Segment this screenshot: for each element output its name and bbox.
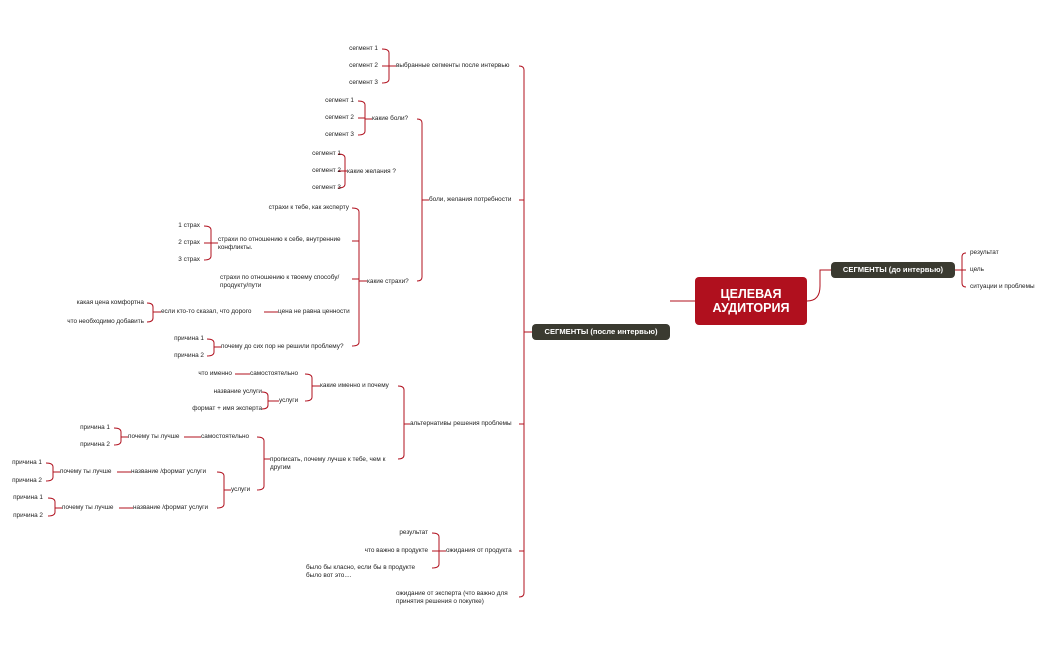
node-expensive[interactable]: если кто-то сказал, что дорого xyxy=(161,308,252,315)
fear-method[interactable]: страхи по отношению к твоему способу/ пр… xyxy=(220,274,340,289)
better-self[interactable]: самостоятельно xyxy=(201,433,250,440)
fear-self-2[interactable]: 2 страх xyxy=(178,239,200,246)
right-hub-node[interactable]: СЕГМЕНТЫ (до интервью) xyxy=(831,262,955,278)
better-service-a-why[interactable]: почему ты лучше xyxy=(60,468,112,475)
alt-self-what[interactable]: что именно xyxy=(198,370,232,377)
alt-service-format[interactable]: формат + имя эксперта xyxy=(192,405,262,412)
fear-self-1[interactable]: 1 страх xyxy=(178,222,200,229)
better-self-reason-1[interactable]: причина 1 xyxy=(80,424,110,431)
needs-bracket xyxy=(416,118,429,282)
expect-nice-to-have[interactable]: было бы класно, если бы в продукте было … xyxy=(306,564,416,579)
desires-segment-3[interactable]: сегмент 3 xyxy=(312,184,341,191)
node-pains[interactable]: какие боли? xyxy=(372,115,409,122)
node-expert-expectation[interactable]: ожидание от эксперта (что важно для прин… xyxy=(396,590,508,605)
fear-self-bracket xyxy=(203,225,218,261)
better-self-why-bracket xyxy=(113,427,128,446)
pains-segment-2[interactable]: сегмент 2 xyxy=(325,114,354,121)
fears-bracket xyxy=(351,207,367,347)
left-hub-node[interactable]: СЕГМЕНТЫ (после интервью) xyxy=(532,324,670,340)
alternatives-bracket xyxy=(397,385,410,460)
selected-segment-1[interactable]: сегмент 1 xyxy=(349,45,378,52)
node-better-than-others[interactable]: прописать, почему лучше к тебе, чем к др… xyxy=(270,456,386,471)
which-bracket xyxy=(304,373,320,402)
better-service-b-reason-1[interactable]: причина 1 xyxy=(13,494,43,501)
selected-segment-2[interactable]: сегмент 2 xyxy=(349,62,378,69)
node-expectations[interactable]: ожидания от продукта xyxy=(446,547,512,554)
better-services-bracket xyxy=(216,471,231,509)
expect-result[interactable]: результат xyxy=(399,529,428,536)
node-fears[interactable]: какие страхи? xyxy=(367,278,409,285)
better-services[interactable]: услуги xyxy=(231,486,251,493)
alt-self[interactable]: самостоятельно xyxy=(250,370,299,377)
desires-bracket xyxy=(337,153,347,189)
better-self-reason-2[interactable]: причина 2 xyxy=(80,441,110,448)
better-service-a-reason-1[interactable]: причина 1 xyxy=(12,459,42,466)
alt-service-name[interactable]: название услуги xyxy=(213,388,262,395)
fear-self-3[interactable]: 3 страх xyxy=(178,256,200,263)
better-service-b-reason-2[interactable]: причина 2 xyxy=(13,512,43,519)
node-why-not-solved[interactable]: почему до сих пор не решили проблему? xyxy=(221,343,344,350)
better-self-why[interactable]: почему ты лучше xyxy=(128,433,180,440)
root-title-line1: ЦЕЛЕВАЯ xyxy=(720,287,782,301)
fear-self[interactable]: страхи по отношению к себе, внутренние к… xyxy=(218,236,341,251)
why-not-reason-2[interactable]: причина 2 xyxy=(174,352,204,359)
right-item-situations[interactable]: ситуации и проблемы xyxy=(970,283,1035,290)
why-not-bracket xyxy=(206,338,221,357)
expect-important[interactable]: что важно в продукте xyxy=(364,547,428,554)
right-item-goal[interactable]: цель xyxy=(970,266,984,273)
left-hub-spine xyxy=(518,65,532,598)
better-service-b[interactable]: название /формат услуги xyxy=(133,504,209,511)
pains-segment-1[interactable]: сегмент 1 xyxy=(325,97,354,104)
pains-bracket xyxy=(357,100,372,136)
fear-expert[interactable]: страхи к тебе, как эксперту xyxy=(268,204,349,211)
node-needs[interactable]: боли, желания потребности xyxy=(429,196,512,203)
fears-mid-ticks xyxy=(352,240,359,280)
better-service-a[interactable]: название /формат услуги xyxy=(131,468,207,475)
node-desires[interactable]: какие желания ? xyxy=(347,168,396,175)
right-item-result[interactable]: результат xyxy=(970,249,999,256)
better-b-why-bracket xyxy=(47,497,62,517)
node-which-why[interactable]: какие именно и почему xyxy=(320,382,389,389)
selected-bracket xyxy=(381,48,396,84)
expensive-add[interactable]: что необходимо добавить xyxy=(67,318,144,325)
root-title-line2: АУДИТОРИЯ xyxy=(712,301,790,315)
pains-segment-3[interactable]: сегмент 3 xyxy=(325,131,354,138)
node-price[interactable]: цена не равна ценности xyxy=(278,308,350,315)
expensive-bracket xyxy=(146,302,161,323)
expensive-comfort-price[interactable]: какая цена комфортна xyxy=(76,299,144,306)
root-to-hubs xyxy=(670,269,831,302)
node-alternatives[interactable]: альтернативы решения проблемы xyxy=(410,420,512,427)
desires-segment-2[interactable]: сегмент 2 xyxy=(312,167,341,174)
better-a-why-bracket xyxy=(45,462,60,482)
better-bracket xyxy=(256,436,270,491)
right-hub-bracket xyxy=(955,252,967,288)
desires-segment-1[interactable]: сегмент 1 xyxy=(312,150,341,157)
better-service-b-why[interactable]: почему ты лучше xyxy=(62,504,114,511)
why-not-reason-1[interactable]: причина 1 xyxy=(174,335,204,342)
selected-segment-3[interactable]: сегмент 3 xyxy=(349,79,378,86)
which-services-bracket xyxy=(261,391,279,410)
alt-services[interactable]: услуги xyxy=(279,397,299,404)
node-selected-segments[interactable]: выбранные сегменты после интервью xyxy=(396,62,510,69)
better-service-a-reason-2[interactable]: причина 2 xyxy=(12,477,42,484)
